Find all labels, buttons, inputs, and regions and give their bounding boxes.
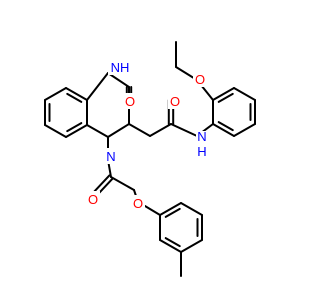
single-bond — [107, 72, 130, 88]
atom-label-o-acyl: O — [88, 192, 98, 207]
atom-o-ketone: O — [123, 93, 137, 109]
aromatic-inner-bond — [164, 237, 181, 248]
atom-o-acyl: O — [86, 191, 100, 207]
aromatic-inner-bond — [217, 92, 234, 103]
bond-layer — [44, 41, 256, 277]
aromatic-inner-bond — [164, 207, 181, 218]
single-bond — [159, 202, 182, 216]
single-bond — [86, 72, 109, 101]
double-bond — [96, 177, 114, 196]
single-bond — [170, 123, 198, 137]
aromatic-inner-bond — [217, 121, 234, 132]
atom-o-ethoxy: O — [193, 71, 207, 87]
single-bond — [44, 124, 67, 138]
single-bond — [128, 123, 151, 137]
atom-nh-top: NH — [108, 59, 132, 75]
single-bond — [86, 124, 109, 138]
atom-label-n-ring: N — [106, 149, 115, 164]
single-bond — [65, 124, 88, 138]
atom-label-o-amide: O — [170, 94, 180, 109]
atom-label-h-amide: H — [197, 144, 206, 159]
single-bond — [212, 123, 235, 137]
atom-label-n-amide: N — [197, 129, 206, 144]
atom-label-o-ethoxy: O — [195, 72, 205, 87]
single-bond — [180, 202, 203, 216]
aromatic-inner-bond — [66, 122, 83, 133]
single-bond — [65, 87, 88, 101]
single-bond — [233, 87, 256, 101]
double-bond — [93, 174, 111, 193]
single-bond — [159, 239, 182, 253]
single-bond — [44, 87, 67, 101]
atom-o-amide: O — [168, 93, 182, 109]
atom-o-ether: O — [131, 195, 145, 211]
single-bond — [107, 123, 130, 138]
single-bond — [233, 123, 256, 137]
molecule-canvas: NH O O N H O N O O — [44, 41, 256, 277]
aromatic-inner-bond — [66, 92, 83, 103]
single-bond — [212, 87, 235, 101]
atom-label-o-ketone: O — [125, 94, 135, 109]
structure-diagram: NH O O N H O N O O — [44, 41, 256, 277]
atom-n-amide: N H — [196, 129, 208, 159]
single-bond — [144, 205, 161, 216]
single-bond — [180, 239, 203, 253]
single-bond — [110, 176, 135, 191]
atom-n-ring: N — [104, 148, 118, 164]
single-bond — [149, 123, 172, 137]
atom-label-o-ether: O — [133, 196, 143, 211]
atom-label-nh: NH — [111, 60, 130, 75]
